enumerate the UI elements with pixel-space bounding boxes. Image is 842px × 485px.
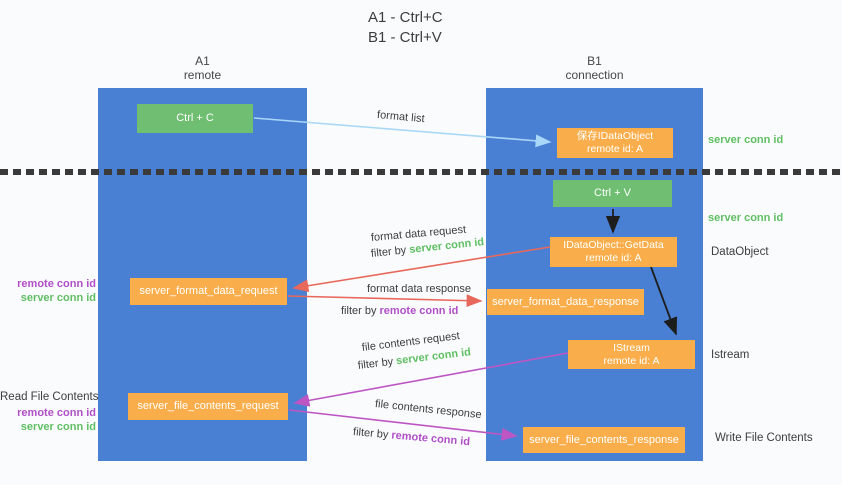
diagram-title: A1 - Ctrl+C B1 - Ctrl+V xyxy=(368,8,443,48)
column-a-role: remote xyxy=(183,68,222,82)
arrow-format-data-response xyxy=(287,294,483,308)
title-line-1: A1 - Ctrl+C xyxy=(368,9,443,26)
left-remote-conn-id-1: remote conn id xyxy=(17,278,96,290)
column-b-name: B1 xyxy=(587,54,602,68)
node-server-format-data-response: server_format_data_response xyxy=(487,289,644,315)
node-getdata-remote-id: remote id: A xyxy=(585,252,642,264)
arrow-file-contents-request xyxy=(293,352,569,407)
arrow-file-contents-response xyxy=(288,409,518,441)
node-file-response-label: server_file_contents_response xyxy=(529,433,679,446)
arrow-getdata-to-istream xyxy=(650,266,678,336)
left-server-conn-id-2: server conn id xyxy=(20,421,96,433)
node-idataobject-getdata: IDataObject::GetData remote id: A xyxy=(550,237,677,267)
left-conn-id-group-file: remote conn id server conn id xyxy=(8,406,96,434)
left-remote-conn-id-2: remote conn id xyxy=(17,407,96,419)
column-b-role: connection xyxy=(565,68,624,82)
right-server-conn-id-1: server conn id xyxy=(708,134,784,146)
column-b-header: B1 connection xyxy=(486,54,703,82)
node-ctrl-c-label: Ctrl + C xyxy=(176,112,214,124)
istream-label: Istream xyxy=(711,349,750,361)
filter-by-text: filter by xyxy=(341,305,380,317)
node-save-idataobject-label: 保存IDataObject xyxy=(576,130,654,142)
left-server-conn-id-1: server conn id xyxy=(20,292,96,304)
remote-conn-id-text: remote conn id xyxy=(379,305,459,317)
node-save-idataobject: 保存IDataObject remote id: A xyxy=(557,128,673,158)
node-getdata-label: IDataObject::GetData xyxy=(563,239,664,251)
node-ctrl-v-label: Ctrl + V xyxy=(594,187,631,199)
node-format-request-label: server_format_data_request xyxy=(139,285,278,297)
node-ctrl-c: Ctrl + C xyxy=(137,104,253,133)
node-server-file-contents-response: server_file_contents_response xyxy=(523,427,685,453)
column-a-name: A1 xyxy=(195,54,210,68)
node-server-file-contents-request: server_file_contents_request xyxy=(128,393,288,420)
phase-divider-dotted-line xyxy=(0,169,842,175)
arrow-format-list xyxy=(253,117,552,148)
node-save-idataobject-remote-id: remote id: A xyxy=(586,143,644,155)
node-format-response-label: server_format_data_response xyxy=(492,295,639,308)
node-istream-remote-id: remote id: A xyxy=(603,354,660,367)
filter-by-text: filter by xyxy=(352,426,392,442)
node-ctrl-v: Ctrl + V xyxy=(553,180,672,207)
node-istream: IStream remote id: A xyxy=(568,340,695,369)
node-server-format-data-request: server_format_data_request xyxy=(130,278,287,305)
left-conn-id-group-format: remote conn id server conn id xyxy=(8,277,96,305)
dataobject-label: DataObject xyxy=(711,246,769,258)
right-server-conn-id-2: server conn id xyxy=(708,212,784,224)
column-a-header: A1 remote xyxy=(98,54,307,82)
flow-label-format-data-response: format data response xyxy=(367,283,471,295)
arrow-format-data-request xyxy=(292,246,551,293)
write-file-contents-label: Write File Contents xyxy=(715,432,813,444)
filter-by-text: filter by xyxy=(370,244,410,260)
title-line-2: B1 - Ctrl+V xyxy=(368,29,442,46)
flow-label-filter-by-remote-conn-id-1: filter by remote conn id xyxy=(341,305,458,318)
read-file-contents-label: Read File Contents xyxy=(0,391,99,403)
node-istream-label: IStream xyxy=(613,341,650,354)
node-file-request-label: server_file_contents_request xyxy=(137,400,279,412)
